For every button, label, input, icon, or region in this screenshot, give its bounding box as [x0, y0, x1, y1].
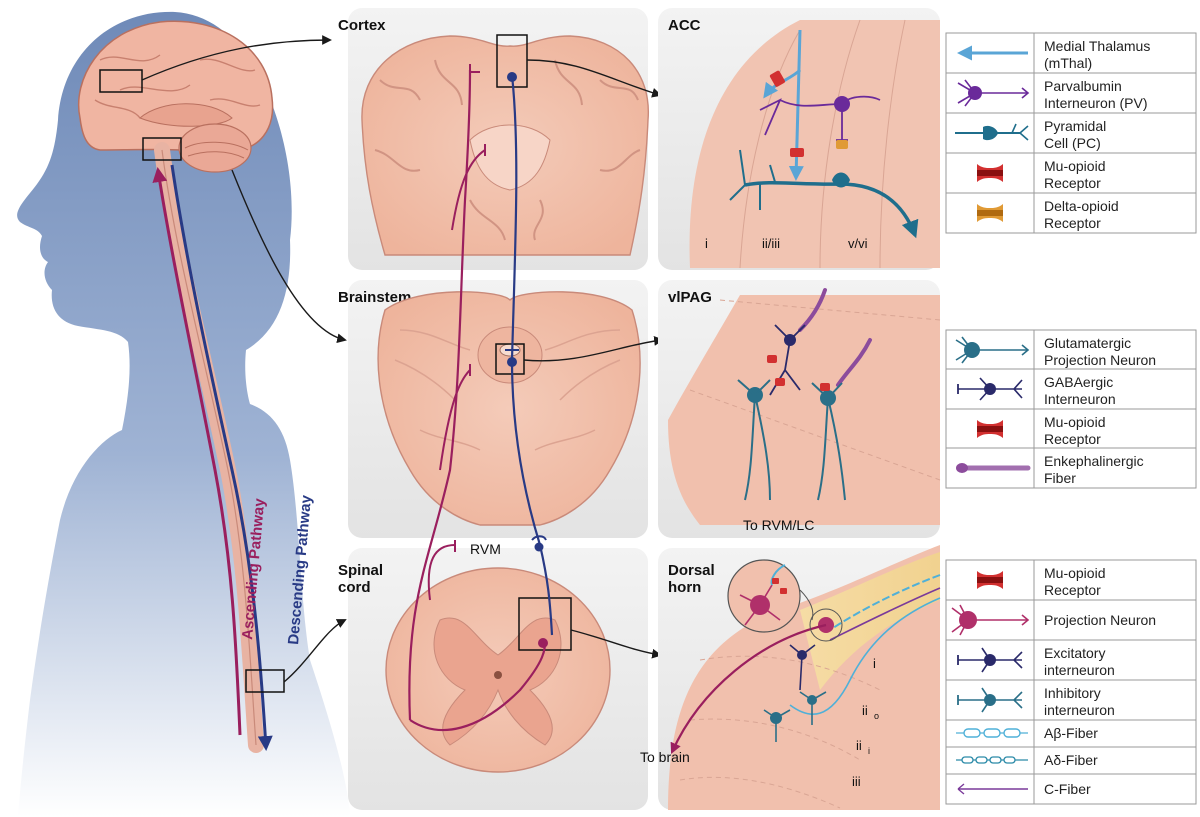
legend-acc: Medial Thalamus (mThal) Parvalbumin Inte…	[945, 32, 1197, 234]
mu-opioid-receptor-icon	[977, 571, 1003, 589]
legend-acc-item-3-line2: Cell (PC)	[1044, 135, 1101, 151]
acc-layer-ii-iii: ii/iii	[762, 236, 780, 251]
legend-vlpag-item-1-line2: Projection Neuron	[1044, 352, 1156, 368]
projection-neuron-icon	[951, 604, 1030, 636]
vlpag-zoom-box	[495, 343, 525, 375]
vlpag-panel: vlPAG To RVM/LC	[658, 280, 941, 538]
a-beta-fiber-icon	[956, 728, 1028, 738]
acc-zoom-box	[496, 34, 528, 88]
dorsal-layer-i: i	[873, 656, 876, 671]
a-delta-fiber-icon	[956, 756, 1028, 764]
legend-vlpag-item-1-line1: Glutamatergic	[1044, 335, 1131, 351]
rvm-label: RVM	[470, 541, 501, 557]
spinal-zoom-box	[245, 669, 285, 693]
to-brain-label: To brain	[640, 749, 690, 765]
ascending-pathway-line	[152, 167, 242, 736]
brainstem-slice-shape	[377, 291, 641, 526]
acc-layer-i: i	[705, 236, 708, 251]
glutamatergic-neuron-icon	[955, 336, 1030, 364]
pv-neuron-icon	[957, 79, 1030, 107]
body-shape	[17, 11, 350, 817]
dorsal-layer-iii: ii	[856, 738, 862, 753]
mu-opioid-receptor-icon	[977, 164, 1003, 182]
legend-dorsal-item-5-line1: Aβ-Fiber	[1044, 725, 1098, 741]
legend-dorsal-horn: Mu-opioid Receptor Projection Neuron Exc…	[945, 559, 1197, 805]
legend-vlpag-item-2-line1: GABAergic	[1044, 374, 1113, 390]
cortex-zoom-box	[99, 69, 143, 93]
vlpag-title: vlPAG	[668, 289, 712, 306]
descending-pathway-line	[170, 164, 273, 751]
brainstem-panel: Brainstem	[338, 280, 664, 538]
brainstem-zoom-box	[142, 137, 182, 161]
legend-acc-item-2-line2: Interneuron (PV)	[1044, 95, 1148, 111]
dorsal-title-line2: horn	[668, 579, 701, 596]
legend-dorsal-item-4-line2: interneuron	[1044, 702, 1115, 718]
dorsal-layer-iii-sub: i	[868, 746, 870, 756]
c-fiber-icon	[957, 783, 1028, 795]
legend-vlpag-item-4-line1: Enkephalinergic	[1044, 453, 1144, 469]
legend-vlpag-item-3-line2: Receptor	[1044, 431, 1101, 447]
human-silhouette: Ascending Pathway Descending Pathway	[17, 11, 350, 817]
acc-title: ACC	[668, 17, 701, 34]
gabaergic-neuron-icon	[957, 377, 1023, 401]
spinal-label-line1: Spinal	[338, 562, 383, 579]
spinal-label-line2: cord	[338, 579, 371, 596]
enkephalinergic-fiber-icon	[956, 463, 1031, 473]
legend-vlpag-item-4-line2: Fiber	[1044, 470, 1076, 486]
legend-dorsal-item-4-line1: Inhibitory	[1044, 685, 1101, 701]
legend-dorsal-item-1-line2: Receptor	[1044, 582, 1101, 598]
dorsal-layer-iio-sub: o	[874, 711, 879, 721]
brainstem-label: Brainstem	[338, 289, 411, 306]
cerebellum-shape	[178, 123, 252, 173]
vlpag-output-label: To RVM/LC	[743, 517, 814, 533]
pyramidal-cell-icon	[955, 123, 1029, 141]
mu-opioid-receptor-icon	[977, 420, 1003, 438]
legend-dorsal-item-6-line1: Aδ-Fiber	[1044, 752, 1098, 768]
dorsal-layer-iii-main: iii	[852, 774, 861, 789]
legend-acc-item-2-line1: Parvalbumin	[1044, 78, 1122, 94]
delta-opioid-receptor-icon	[977, 204, 1003, 222]
inhibitory-interneuron-icon	[957, 687, 1023, 713]
legend-acc-item-5-line1: Delta-opioid	[1044, 198, 1119, 214]
legend-dorsal-item-1-line1: Mu-opioid	[1044, 565, 1105, 581]
legend-vlpag: Glutamatergic Projection Neuron GABAergi…	[945, 329, 1197, 489]
excitatory-interneuron-icon	[957, 647, 1023, 673]
central-tracts	[408, 64, 554, 732]
legend-acc-item-4-line2: Receptor	[1044, 175, 1101, 191]
legend-acc-item-1-line2: (mThal)	[1044, 55, 1092, 71]
legend-dorsal-item-3-line2: interneuron	[1044, 662, 1115, 678]
legend-acc-item-5-line2: Receptor	[1044, 215, 1101, 231]
dorsal-layer-iio: ii	[862, 703, 868, 718]
legend-acc-item-3-line1: Pyramidal	[1044, 118, 1106, 134]
spinal-panel: Spinal cord RVM	[338, 541, 662, 810]
legend-dorsal-item-3-line1: Excitatory	[1044, 645, 1105, 661]
acc-panel: ACC i ii/iii v/vi	[658, 8, 940, 270]
legend-dorsal-item-2-line1: Projection Neuron	[1044, 612, 1156, 628]
dorsal-title-line1: Dorsal	[668, 562, 715, 579]
dorsal-horn-panel: Dorsal horn To brain i ii o ii i iii	[640, 545, 941, 810]
legend-acc-item-1-line1: Medial Thalamus	[1044, 38, 1150, 54]
cortex-label: Cortex	[338, 17, 386, 34]
legend-vlpag-item-3-line1: Mu-opioid	[1044, 414, 1105, 430]
acc-layer-v-vi: v/vi	[848, 236, 868, 251]
cortex-panel: Cortex	[338, 8, 662, 270]
legend-acc-item-4-line1: Mu-opioid	[1044, 158, 1105, 174]
legend-dorsal-item-7-line1: C-Fiber	[1044, 781, 1091, 797]
legend-vlpag-item-2-line2: Interneuron	[1044, 391, 1116, 407]
